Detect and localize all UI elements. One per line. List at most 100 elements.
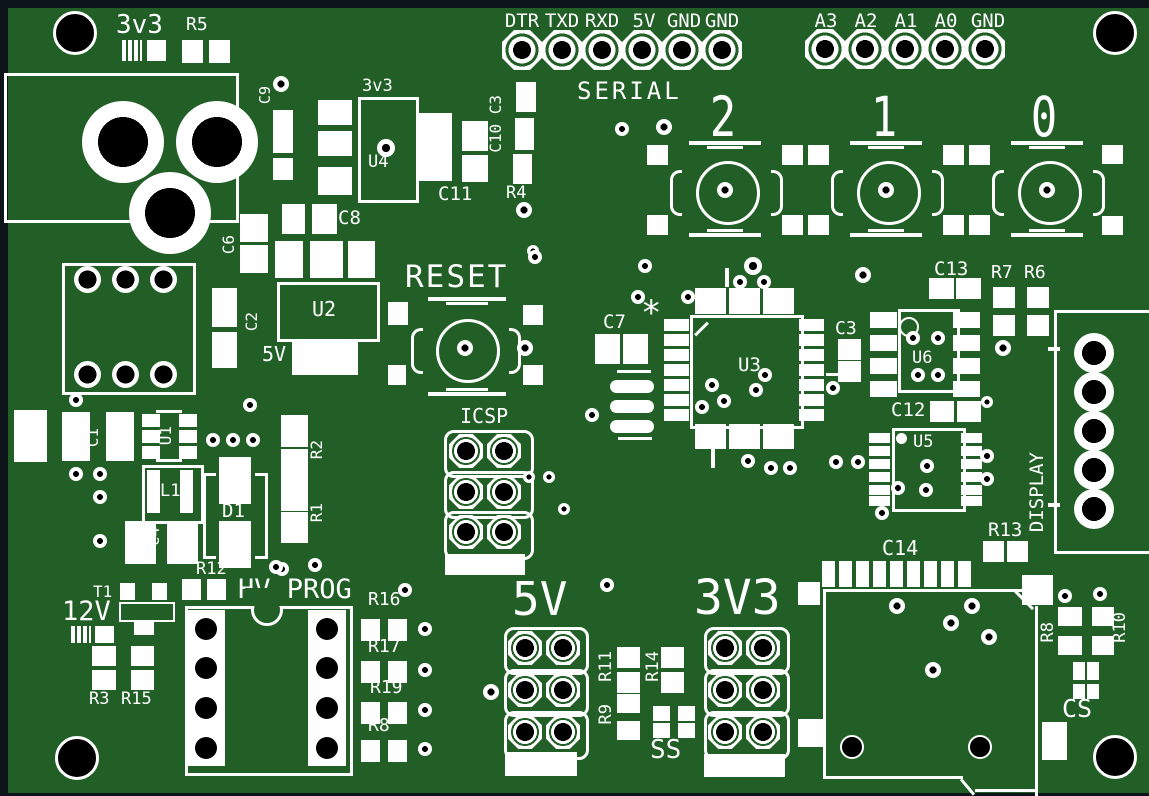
ss-label: SS bbox=[650, 735, 682, 765]
pad bbox=[147, 40, 166, 61]
pad bbox=[418, 113, 452, 181]
via bbox=[855, 267, 871, 283]
3v3-row-outline bbox=[704, 627, 790, 675]
pad bbox=[799, 364, 824, 376]
via bbox=[919, 483, 933, 497]
via bbox=[226, 433, 240, 447]
refdes-c2: C2 bbox=[242, 312, 261, 332]
icsp-label: ICSP bbox=[460, 404, 509, 428]
via bbox=[377, 139, 395, 157]
pad bbox=[799, 319, 824, 331]
refdes-c14: C14 bbox=[882, 536, 919, 560]
3v3-row-outline bbox=[704, 669, 790, 717]
mounting-hole bbox=[1093, 735, 1137, 779]
via bbox=[206, 433, 220, 447]
pin-label: GND bbox=[704, 10, 740, 32]
silk-bracket bbox=[932, 170, 944, 216]
pad bbox=[388, 365, 406, 385]
pad bbox=[838, 339, 861, 360]
pad bbox=[505, 752, 577, 776]
pad bbox=[92, 646, 116, 666]
pad bbox=[209, 40, 230, 63]
pad bbox=[281, 480, 308, 511]
mounting-hole bbox=[1093, 11, 1137, 55]
3v3-pin bbox=[746, 631, 780, 665]
pad bbox=[664, 409, 689, 421]
pad bbox=[617, 647, 640, 668]
pad bbox=[1102, 145, 1123, 164]
pad bbox=[388, 661, 407, 683]
via bbox=[931, 331, 945, 345]
3v3-pin bbox=[708, 673, 742, 707]
pad bbox=[95, 626, 114, 643]
pad bbox=[661, 672, 684, 693]
via bbox=[517, 340, 533, 356]
pad bbox=[1007, 541, 1028, 562]
pad bbox=[763, 288, 794, 314]
pin-label: 5V bbox=[632, 10, 656, 32]
pad bbox=[782, 145, 803, 165]
pad bbox=[14, 410, 47, 462]
refdes-c8: C8 bbox=[338, 207, 361, 229]
pad bbox=[1027, 287, 1049, 308]
via bbox=[717, 182, 733, 198]
pad bbox=[907, 561, 920, 587]
pad bbox=[664, 319, 689, 331]
silk-line bbox=[850, 141, 922, 145]
button-0-label: 0 bbox=[1030, 85, 1058, 149]
through-hole bbox=[150, 361, 177, 388]
via bbox=[418, 663, 432, 677]
via bbox=[783, 461, 797, 475]
connector-outline bbox=[62, 263, 196, 395]
through-hole bbox=[316, 618, 338, 640]
pad bbox=[62, 412, 90, 461]
silk-line bbox=[826, 373, 839, 376]
refdes-t1: T1 bbox=[93, 582, 113, 601]
pad bbox=[993, 287, 1015, 308]
pad bbox=[388, 702, 407, 724]
5v-pin bbox=[508, 673, 542, 707]
silk-line bbox=[850, 233, 922, 237]
via bbox=[878, 182, 894, 198]
pad bbox=[462, 155, 488, 182]
via bbox=[269, 560, 283, 574]
pad bbox=[957, 401, 981, 422]
pad bbox=[869, 496, 890, 506]
pad bbox=[348, 241, 375, 278]
pad bbox=[361, 661, 380, 683]
refdes-c9: C9 bbox=[256, 86, 274, 105]
pad bbox=[513, 154, 532, 184]
pad bbox=[653, 706, 670, 721]
refdes-r13: R13 bbox=[988, 519, 1023, 541]
serial-pin bbox=[622, 30, 662, 70]
via bbox=[744, 257, 762, 275]
sd-hole bbox=[840, 735, 864, 759]
refdes-u4-rail: 3v3 bbox=[362, 76, 393, 96]
analog-pin bbox=[965, 29, 1005, 69]
refdes-c11: C11 bbox=[438, 183, 473, 205]
pad bbox=[179, 430, 197, 443]
3v3-pin bbox=[708, 631, 742, 665]
pad bbox=[664, 334, 689, 346]
pad bbox=[704, 754, 785, 777]
pin1-mark bbox=[896, 433, 907, 444]
5v-pin bbox=[546, 715, 580, 749]
pad bbox=[595, 334, 620, 364]
via bbox=[93, 490, 107, 504]
pushbutton-0 bbox=[1018, 161, 1082, 225]
pad bbox=[106, 412, 134, 461]
sd-outline bbox=[1035, 606, 1038, 796]
through-hole bbox=[1074, 411, 1114, 451]
serial-pin bbox=[582, 30, 622, 70]
3v3-pin bbox=[708, 715, 742, 749]
pin-label: A1 bbox=[894, 10, 918, 32]
pad bbox=[240, 245, 268, 273]
pad bbox=[729, 424, 760, 449]
icsp-pin bbox=[487, 434, 521, 468]
pad bbox=[142, 414, 160, 427]
via bbox=[528, 250, 542, 264]
pad bbox=[122, 40, 142, 61]
pad bbox=[961, 446, 982, 456]
pad bbox=[388, 619, 407, 641]
